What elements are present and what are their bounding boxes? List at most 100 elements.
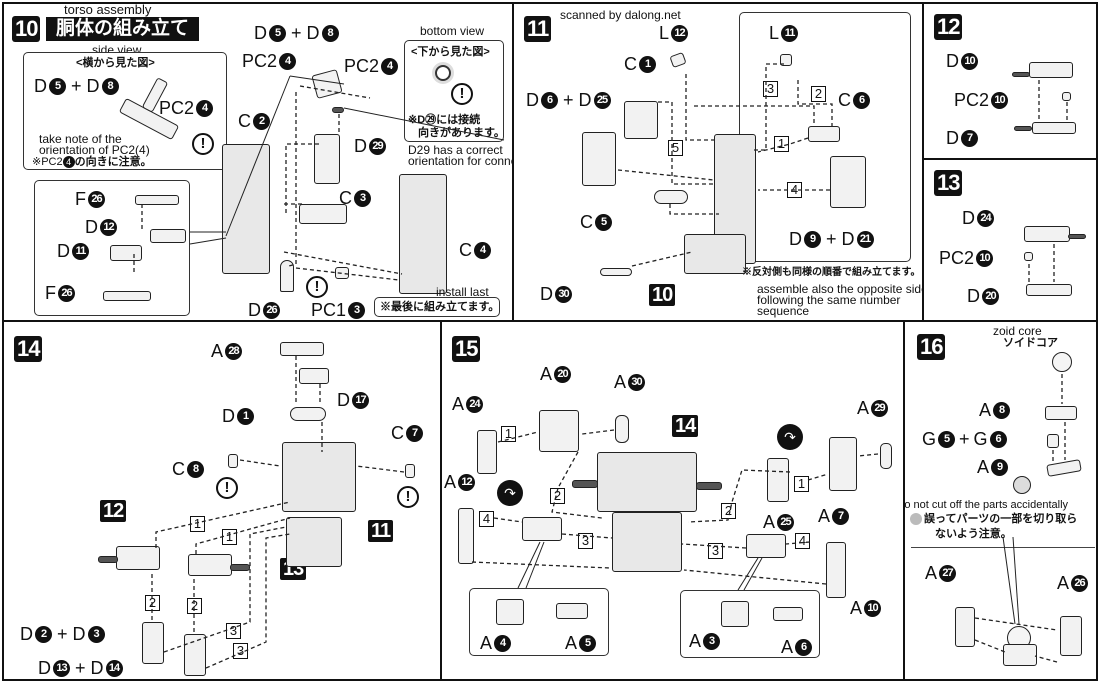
- c6-part-drawing: [808, 126, 840, 142]
- part-letter: D: [86, 76, 100, 96]
- label-a28: A 28: [211, 341, 243, 361]
- a4-part-drawing: [496, 599, 524, 625]
- bottom-view-label-en: bottom view: [420, 24, 485, 38]
- label-d6-d25: D 6 + D 25: [526, 90, 611, 110]
- label-a4: A 4: [480, 633, 512, 653]
- step-12-panel: 12 D 10 PC2 10 D 7: [922, 2, 1098, 160]
- part-letter: D: [38, 658, 51, 678]
- label-a12: A 12: [444, 472, 476, 492]
- part-letter: A: [781, 637, 794, 657]
- part-number: 25: [777, 513, 795, 531]
- part-number: 9: [804, 230, 821, 248]
- part-letter: A: [850, 598, 863, 618]
- part-letter: D: [967, 286, 980, 306]
- part-number: 29: [871, 399, 889, 417]
- install-last-en: install last: [436, 285, 489, 299]
- plus-sign: +: [75, 658, 86, 678]
- part-number: 5: [595, 213, 612, 231]
- label-l11: L 11: [769, 23, 799, 43]
- part-letter: G: [973, 429, 988, 449]
- magnifier-icon: [1013, 476, 1031, 494]
- a10-part-drawing: [826, 542, 846, 598]
- left-armor-drawing: [522, 517, 562, 541]
- sequence-marker: 4: [787, 182, 802, 198]
- part-letter: C: [580, 212, 593, 232]
- part-letter: C: [391, 423, 404, 443]
- part-number: 28: [225, 342, 243, 360]
- sequence-marker: 4: [479, 511, 494, 527]
- step12-subassembly-drawing: [116, 546, 160, 570]
- a24-part-drawing: [477, 430, 497, 474]
- label-c8: C 8: [172, 459, 204, 479]
- part-number: 3: [87, 625, 105, 643]
- part-letter: D: [222, 406, 235, 426]
- magnifier-icon: [910, 513, 922, 526]
- label-d29: D 29: [354, 136, 386, 156]
- d5d8-part-drawing: [311, 69, 343, 99]
- label-d5-d8-side: D 5 + D 8: [34, 76, 119, 96]
- d1-part-drawing: [290, 407, 326, 421]
- d7-shaft-drawing: [1014, 126, 1032, 131]
- part-number: 24: [466, 395, 484, 413]
- a7-part-drawing: [829, 437, 857, 491]
- label-f26-bottom: F 26: [45, 283, 75, 303]
- d17-part-drawing: [299, 368, 329, 384]
- d13d14-leg-drawing: [184, 634, 206, 676]
- sequence-marker: 2: [811, 86, 826, 102]
- step-16-number: 16: [917, 334, 946, 360]
- step-10-title-en: torso assembly: [64, 2, 152, 17]
- ref-step-14: 14: [672, 415, 699, 437]
- sequence-marker: 1: [774, 136, 789, 152]
- part-letter: A: [614, 372, 627, 392]
- watermark: scanned by dalong.net: [560, 8, 681, 22]
- label-pc2-4-left: PC2 4: [242, 51, 297, 71]
- warning-icon: !: [216, 477, 238, 499]
- c7-part-drawing: [405, 464, 415, 478]
- part-number: 13: [53, 659, 70, 677]
- part-number: 26: [263, 301, 280, 319]
- label-a5: A 5: [565, 633, 597, 653]
- part-number: 8: [321, 24, 339, 42]
- part-letter: PC2: [954, 90, 990, 110]
- torso-left-half-drawing: [222, 144, 270, 274]
- step-10-title-jp: 胴体の組み立て: [46, 17, 200, 41]
- part-number: 4: [381, 57, 399, 75]
- warning-icon: !: [306, 276, 328, 298]
- part-letter: D: [72, 624, 86, 644]
- sequence-marker: 2: [145, 595, 160, 611]
- part-letter: C: [238, 111, 251, 131]
- torso-right-half-drawing: [399, 174, 447, 294]
- sequence-marker: 5: [668, 140, 683, 156]
- install-last-callout: ※最後に組み立てます。: [374, 297, 500, 317]
- opposite-side-note-en-3: sequence: [757, 304, 810, 318]
- bottom-view-note-jp-2: 向きがあります。: [418, 127, 505, 139]
- part-number: 6: [853, 91, 870, 109]
- a9-part-drawing: [1046, 459, 1082, 477]
- part-number: 3: [703, 632, 721, 650]
- part-number: 29: [369, 137, 386, 155]
- part-number: 1: [639, 55, 656, 73]
- torso-shaft-right-drawing: [696, 482, 722, 490]
- part-number: 12: [100, 218, 117, 236]
- sequence-marker: 2: [187, 598, 202, 614]
- part-letter: A: [540, 364, 553, 384]
- label-c6: C 6: [838, 90, 870, 110]
- torso-base-drawing: [684, 234, 746, 274]
- a3-a6-callout: A 3 A 6: [680, 590, 820, 658]
- d12-drawing: [150, 229, 186, 243]
- part-letter: F: [45, 283, 56, 303]
- label-g5-g6: G 5 + G 6: [922, 429, 1007, 449]
- bottom-view-note-en-1: D29 has a correct: [408, 143, 503, 157]
- step-14-panel: 14 A 28 D 17 D 1 C 7 C 8 D 2 + D 3 D: [2, 320, 442, 681]
- label-pc1-3: PC1 3: [311, 300, 366, 320]
- step-15-number: 15: [452, 336, 481, 362]
- label-d13-d14: D 13 + D 14: [38, 658, 123, 678]
- upper-torso-drawing: [282, 442, 356, 512]
- part-number: 14: [105, 659, 123, 677]
- part-number: 7: [406, 424, 423, 442]
- zoid-core-label-en: zoid core: [993, 324, 1042, 338]
- g5g6-part-drawing: [1047, 434, 1059, 448]
- part-letter: C: [172, 459, 185, 479]
- torso-lower-drawing: [612, 512, 682, 572]
